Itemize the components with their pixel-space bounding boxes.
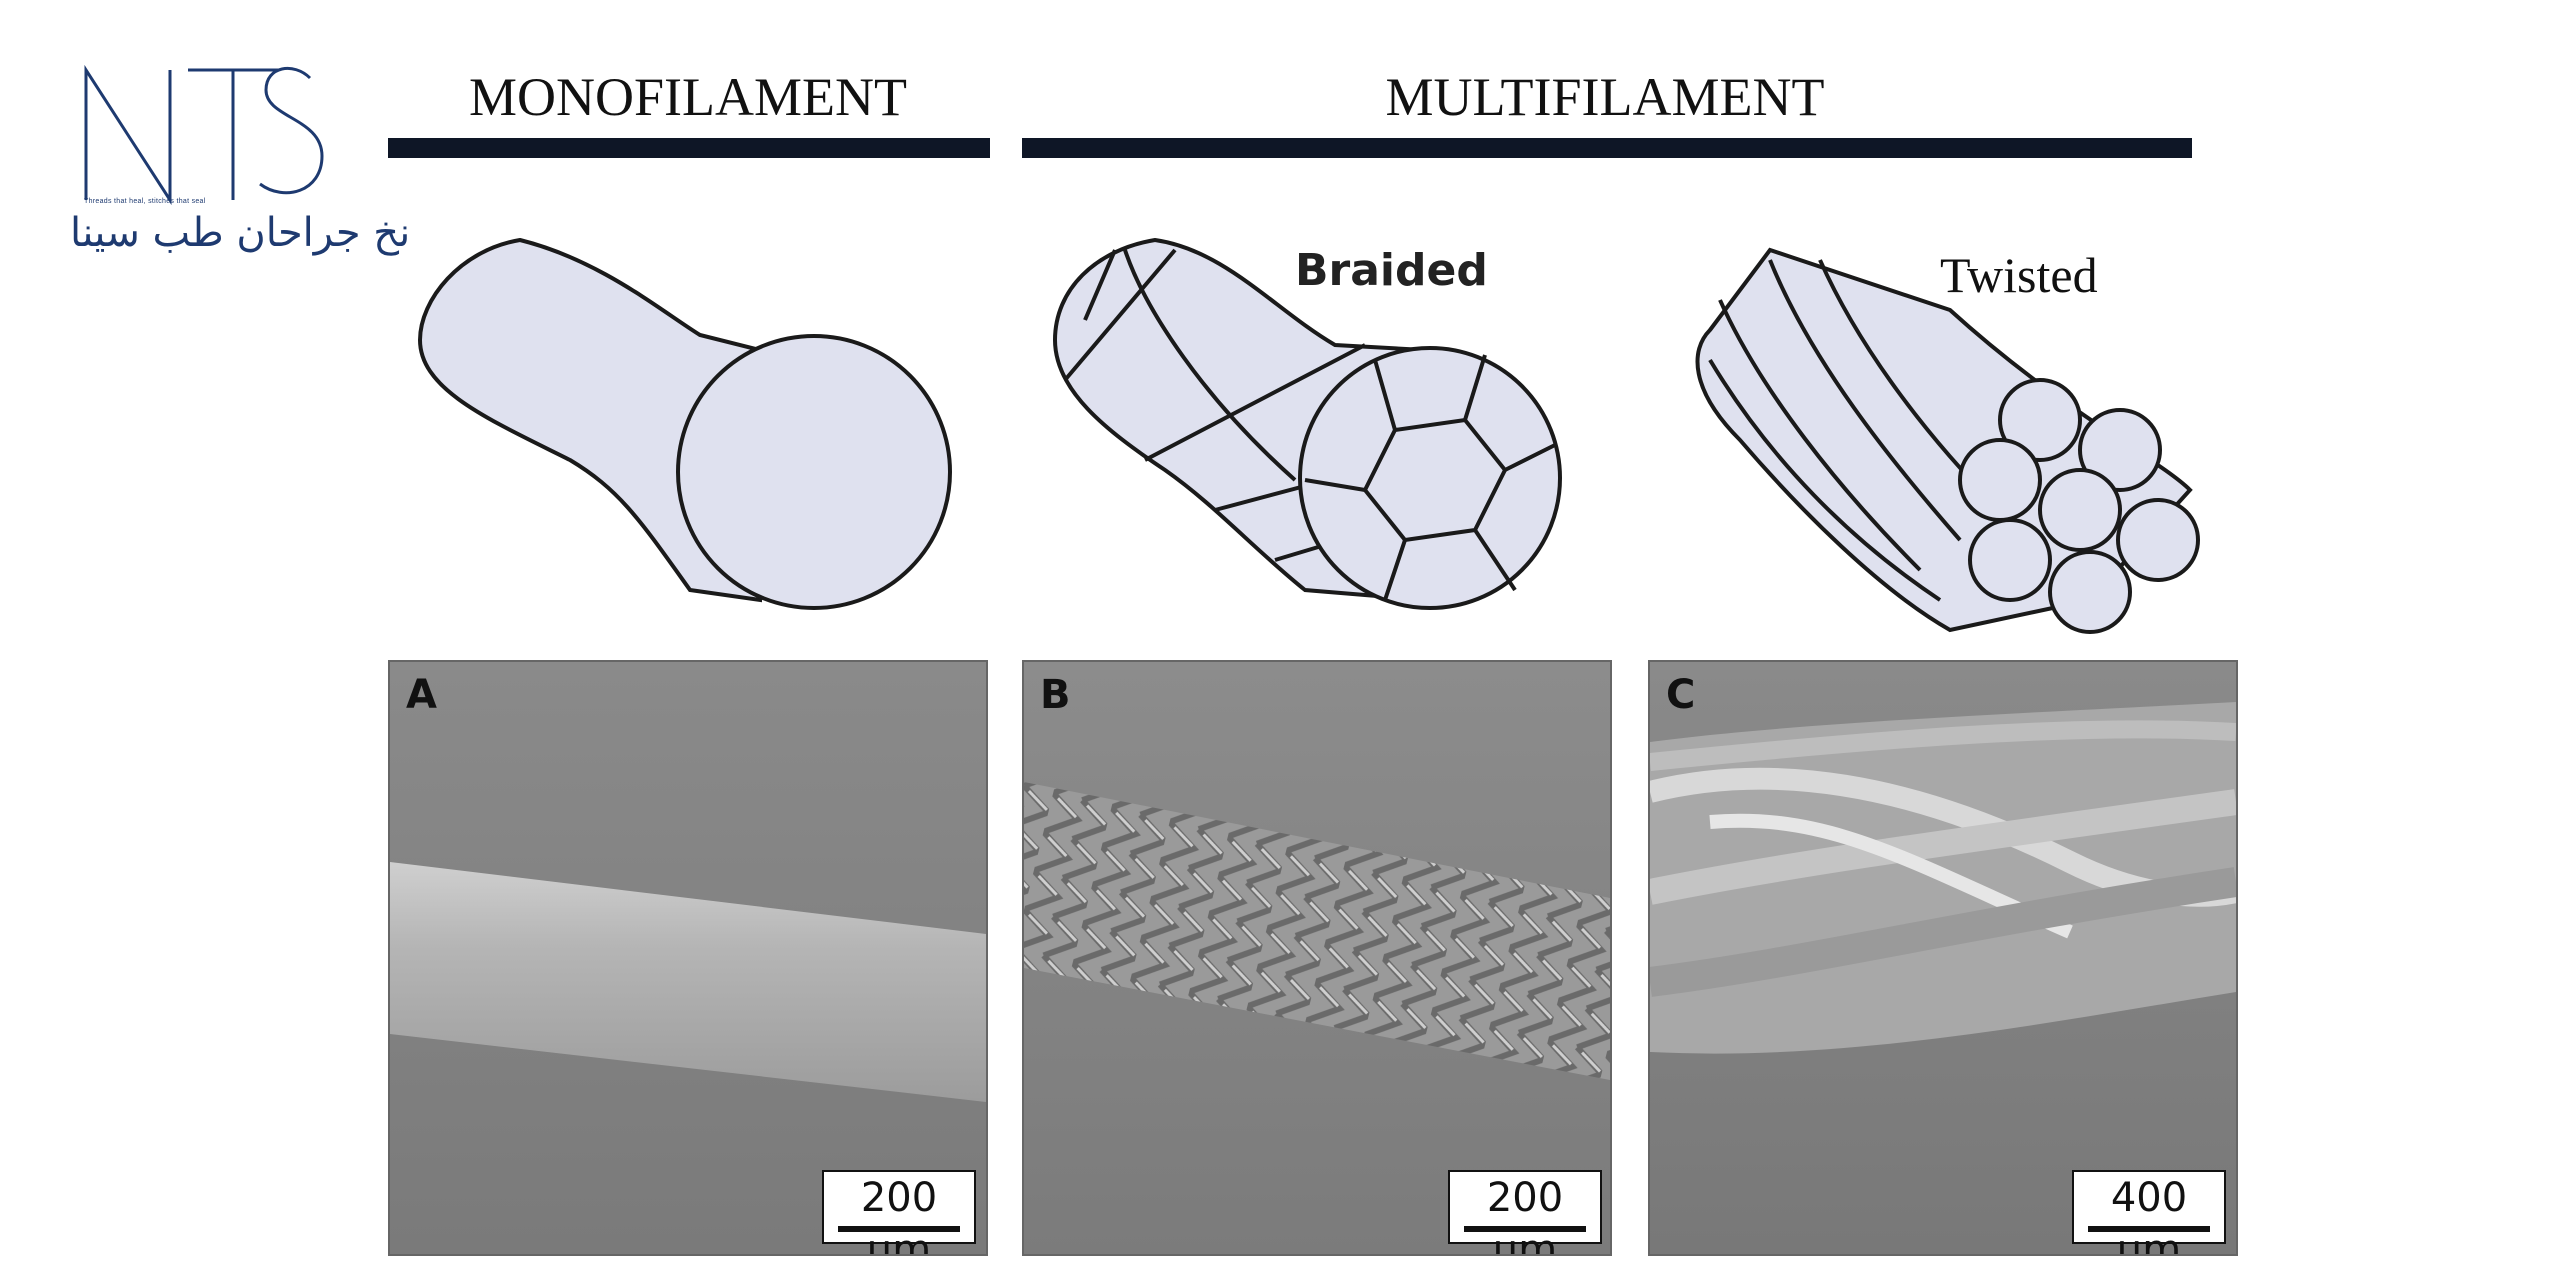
braided-label: Braided	[1295, 245, 1488, 296]
panel-c-scale-bar: 400 μm	[2072, 1170, 2226, 1254]
panel-b-scale-text: 200 μm	[1486, 1175, 1564, 1256]
nts-logo-mark	[84, 64, 324, 206]
logo-arabic-name: نخ جراحان طب سینا	[70, 210, 411, 256]
logo-tagline: Threads that heal, stitches that seal	[84, 198, 206, 205]
twisted-label: Twisted	[1940, 247, 2098, 303]
panel-b-scale-bar: 200 μm	[1448, 1170, 1602, 1254]
sem-panel-c: C 400 μm	[1648, 660, 2238, 1256]
multifilament-bar	[1022, 138, 2192, 158]
braided-diagram: Braided	[1052, 237, 1562, 610]
sem-image-braided	[1024, 662, 1610, 1254]
monofilament-diagram	[417, 237, 952, 610]
panel-a-scale-text: 200 μm	[860, 1175, 938, 1256]
sem-panel-b: B 200 μm	[1022, 660, 1612, 1256]
brand-logo	[70, 60, 340, 260]
panel-a-scale-bar: 200 μm	[822, 1170, 976, 1254]
twisted-diagram: Twisted	[1695, 247, 2200, 634]
sem-image-monofilament	[390, 662, 986, 1254]
multifilament-heading: MULTIFILAMENT	[1385, 67, 1825, 127]
panel-c-letter: C	[1666, 672, 1696, 718]
monofilament-heading: MONOFILAMENT	[469, 67, 907, 127]
monofilament-bar	[388, 138, 990, 158]
sem-panel-a: A 200 μm	[388, 660, 988, 1256]
panel-a-letter: A	[406, 672, 437, 718]
sem-image-twisted	[1650, 662, 2236, 1254]
panel-c-scale-text: 400 μm	[2110, 1175, 2188, 1256]
panel-b-letter: B	[1040, 672, 1071, 718]
